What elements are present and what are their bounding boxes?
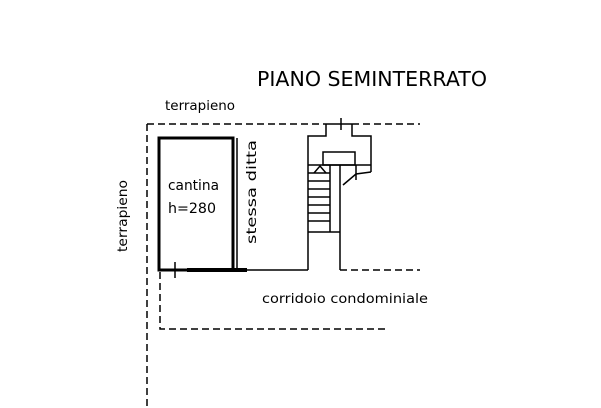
label-left-terrain: terrapieno [116, 180, 131, 252]
plan-title: PIANO SEMINTERRATO [257, 67, 487, 91]
label-top-terrain: terrapieno [165, 99, 235, 114]
label-corridor: corridoio condominiale [262, 292, 428, 307]
label-adjacent: stessa ditta [245, 140, 260, 244]
outer-boundary-dashed [146, 123, 420, 408]
cantina-room [157, 136, 308, 278]
staircase [307, 118, 372, 270]
room-name: cantina [168, 178, 219, 194]
room-height: h=280 [168, 201, 216, 217]
